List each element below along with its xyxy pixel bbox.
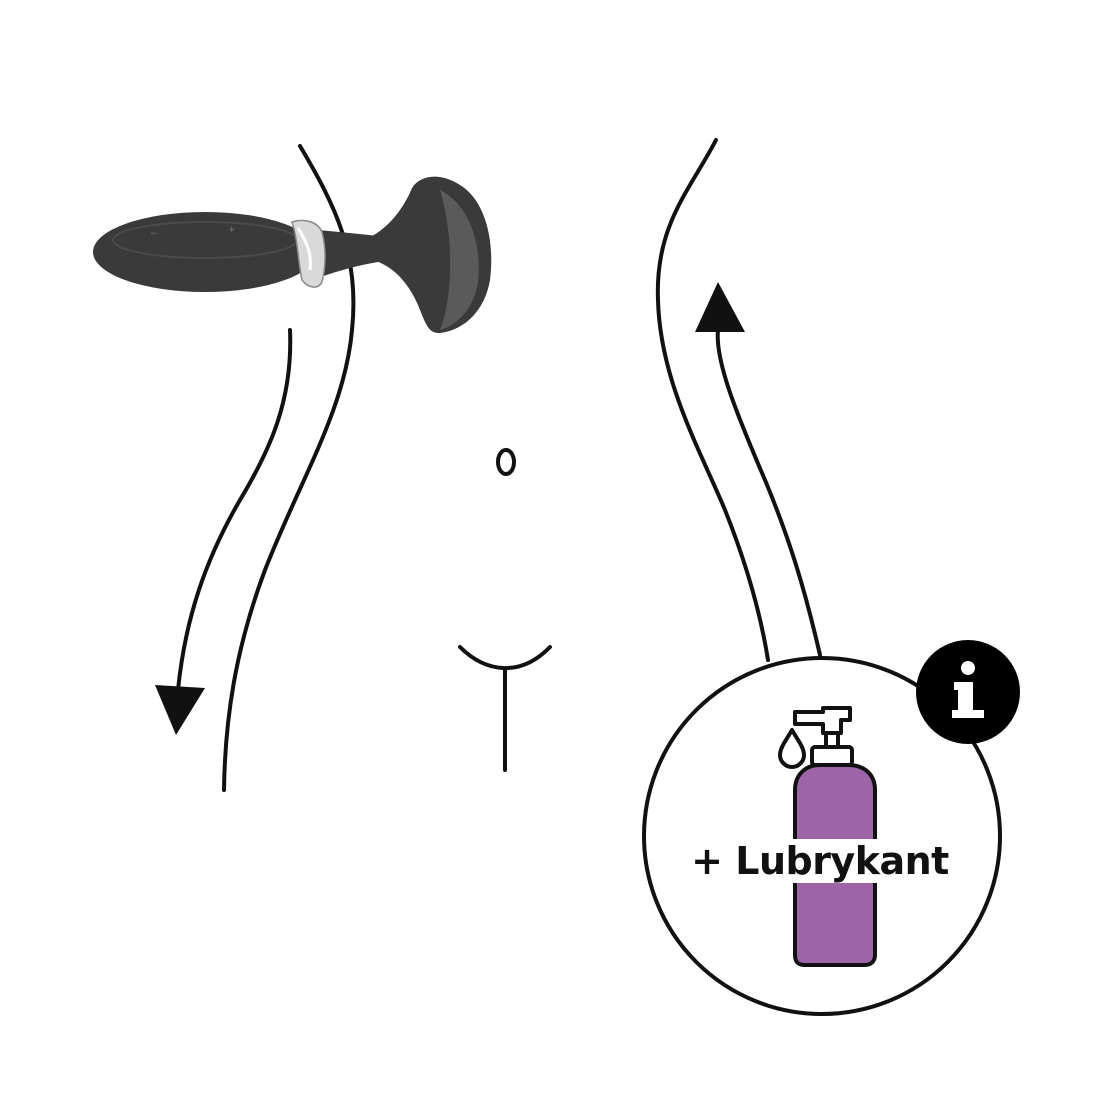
lube-label-container: + Lubrykant xyxy=(640,838,1000,884)
pelvis-curve xyxy=(458,645,552,671)
massager-device: + − xyxy=(93,176,492,334)
navel xyxy=(496,448,516,476)
body-right-contour xyxy=(655,138,770,662)
device-neck xyxy=(318,230,378,278)
arrow-down-head xyxy=(155,685,205,735)
device-handle xyxy=(93,212,317,292)
svg-text:−: − xyxy=(150,229,158,239)
arrow-up-shaft xyxy=(715,328,822,657)
lube-label: + Lubrykant xyxy=(681,839,959,883)
svg-text:+: + xyxy=(228,225,236,235)
arrow-down-shaft xyxy=(176,328,293,692)
info-icon[interactable] xyxy=(916,640,1020,744)
arrow-up-head xyxy=(695,282,745,332)
drop-icon xyxy=(778,728,806,769)
